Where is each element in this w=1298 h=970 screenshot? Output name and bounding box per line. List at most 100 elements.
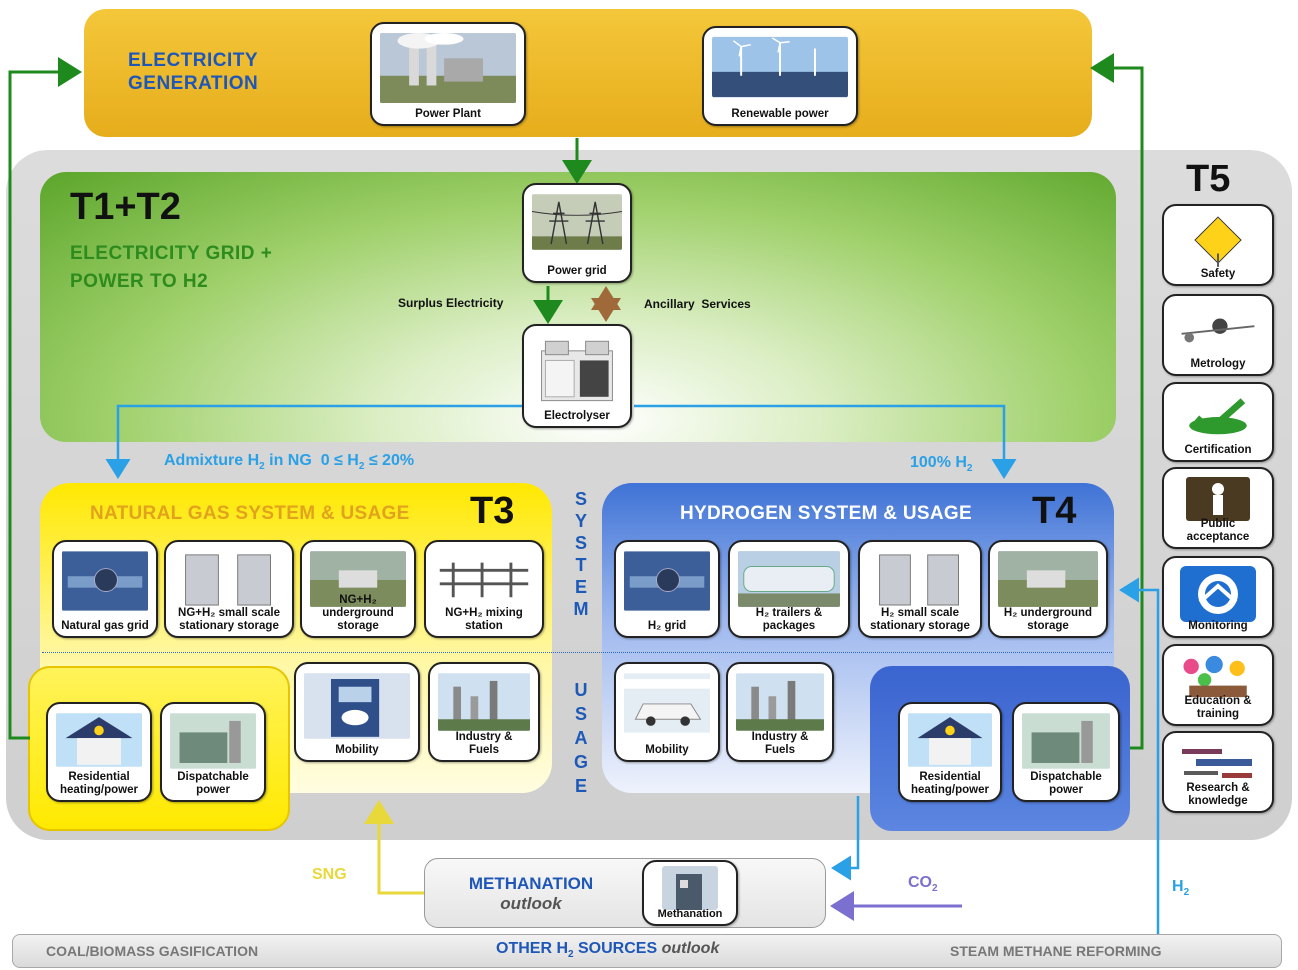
arrow-h2-sources-to-t4 xyxy=(1119,577,1160,934)
t4-use0-line1: Mobility xyxy=(645,744,689,756)
t4-sys3-line1: H₂ underground xyxy=(1003,607,1093,619)
h2-underground-site-icon xyxy=(998,550,1098,608)
usage-letter-4: E xyxy=(574,776,587,796)
admixture-mid: in NG 0 ≤ H xyxy=(264,452,359,469)
t4-code: T4 xyxy=(1032,490,1077,532)
t5-item1-line1: Metrology xyxy=(1190,358,1246,370)
t5-item4-line1: Monitoring xyxy=(1188,620,1248,632)
pure-h2-label: 100% H2 xyxy=(910,454,972,474)
arrow-sng-to-t3 xyxy=(364,800,424,895)
other-sources-bar xyxy=(12,934,1282,968)
t4-mobility-card: Mobility xyxy=(614,662,720,762)
coal-biomass-label: COAL/BIOMASS GASIFICATION xyxy=(46,943,259,959)
electrolyser-label: Electrolyser xyxy=(544,410,610,422)
t3-natural-gas-grid-label: Natural gas grid xyxy=(56,620,154,633)
t5-item5-line1: Education & xyxy=(1184,695,1252,707)
other-sources-prefix: OTHER H xyxy=(496,940,568,957)
t5-item6-line1: Research & xyxy=(1186,782,1250,794)
generation-title-line2: GENERATION xyxy=(128,73,259,94)
t3-sys0-line1: Natural gas grid xyxy=(61,620,149,632)
t4-use1-line2: Fuels xyxy=(764,744,796,756)
t5-code: T5 xyxy=(1186,158,1231,200)
generation-title-line1: ELECTRICITY xyxy=(128,50,259,71)
house-heating-icon xyxy=(56,712,142,768)
methanation-subtitle: outlook xyxy=(500,894,562,913)
t4-industry-card: Industry &Fuels xyxy=(726,662,834,762)
storage-tanks-icon xyxy=(174,550,284,608)
h2-trailer-icon xyxy=(738,550,840,608)
t3-use0-line1: Residential xyxy=(68,771,130,783)
co2-sub: 2 xyxy=(932,883,938,895)
electricity-generation-panel xyxy=(84,9,1092,137)
system-letter-0: S xyxy=(574,489,587,509)
t5-safety-label: Safety xyxy=(1166,268,1270,281)
t3-industry-card: Industry &Fuels xyxy=(428,662,540,762)
arrow-dispatchable-to-generation xyxy=(1090,53,1144,750)
power-plant-card: Power Plant xyxy=(370,22,526,126)
methanation-title: METHANATION xyxy=(468,874,594,893)
h2-sub: 2 xyxy=(1183,887,1190,899)
admixture-sub: 2 xyxy=(259,461,265,473)
t5-safety-card: Safety xyxy=(1162,204,1274,286)
certified-check-icon xyxy=(1172,392,1264,444)
admixture-label: Admixture H2 in NG 0 ≤ H2 ≤ 20% xyxy=(164,452,414,472)
arrow-t4-to-methanation xyxy=(831,796,860,881)
system-vertical-word: S Y S T E M xyxy=(570,488,592,620)
pure-h2-prefix: 100% H xyxy=(910,454,967,471)
t4-use3-line2: power xyxy=(1049,784,1083,796)
t3-code: T3 xyxy=(470,490,515,532)
t5-metrology-label: Metrology xyxy=(1166,358,1270,371)
t4-sys2-line1: H₂ small scale xyxy=(881,607,959,619)
methanation-card-label: Methanation xyxy=(657,908,723,920)
h2-pipes-icon xyxy=(624,550,710,612)
admixture-prefix: Admixture H xyxy=(164,452,260,469)
t4-title: HYDROGEN SYSTEM & USAGE xyxy=(680,503,972,524)
t4-use2-line1: Residential xyxy=(919,771,981,783)
other-sources-main: SOURCES xyxy=(573,940,658,957)
underground-site-icon xyxy=(310,550,406,608)
t3-mobility-card: Mobility xyxy=(294,662,420,762)
t5-item6-line2: knowledge xyxy=(1188,795,1248,807)
public-acceptance-icon xyxy=(1186,477,1250,521)
h2-dispatchable-icon xyxy=(1022,712,1110,770)
system-letter-1: Y xyxy=(574,511,587,531)
t5-item3-line2: acceptance xyxy=(1186,531,1250,543)
sng-label: SNG xyxy=(312,866,347,883)
usage-letter-3: G xyxy=(573,752,588,772)
methanation-panel xyxy=(424,858,826,928)
system-letter-2: S xyxy=(574,533,587,553)
t4-use3-line1: Dispatchable xyxy=(1030,771,1102,783)
t5-certification-label: Certification xyxy=(1166,444,1270,457)
power-grid-label: Power grid xyxy=(547,265,607,277)
usage-letter-1: S xyxy=(574,704,587,724)
t5-item5-line2: training xyxy=(1196,708,1240,720)
t5-item2-line1: Certification xyxy=(1184,444,1252,456)
mixing-station-icon xyxy=(434,550,534,606)
t4-mobility-label: Mobility xyxy=(618,744,716,757)
t5-monitoring-card: Monitoring xyxy=(1162,556,1274,638)
system-letter-3: T xyxy=(575,555,587,575)
t5-research-card: Research &knowledge xyxy=(1162,731,1274,813)
t3-sys1-line2: stationary storage xyxy=(179,620,279,632)
co2-prefix: CO xyxy=(908,874,932,891)
admixture-suffix: ≤ 20% xyxy=(364,452,415,469)
t3-use0-line2: heating/power xyxy=(60,784,138,796)
t4-industry-label: Industry &Fuels xyxy=(730,731,830,757)
t3-mobility-label: Mobility xyxy=(298,744,416,757)
t3-sys3-line1: NG+H₂ mixing xyxy=(445,607,523,619)
t1-t2-title-line1: ELECTRICITY GRID + xyxy=(70,243,273,264)
power-grid-card: Power grid xyxy=(522,183,632,283)
t4-trailers-label: H₂ trailers &packages xyxy=(732,607,846,633)
t5-research-label: Research &knowledge xyxy=(1166,782,1270,808)
